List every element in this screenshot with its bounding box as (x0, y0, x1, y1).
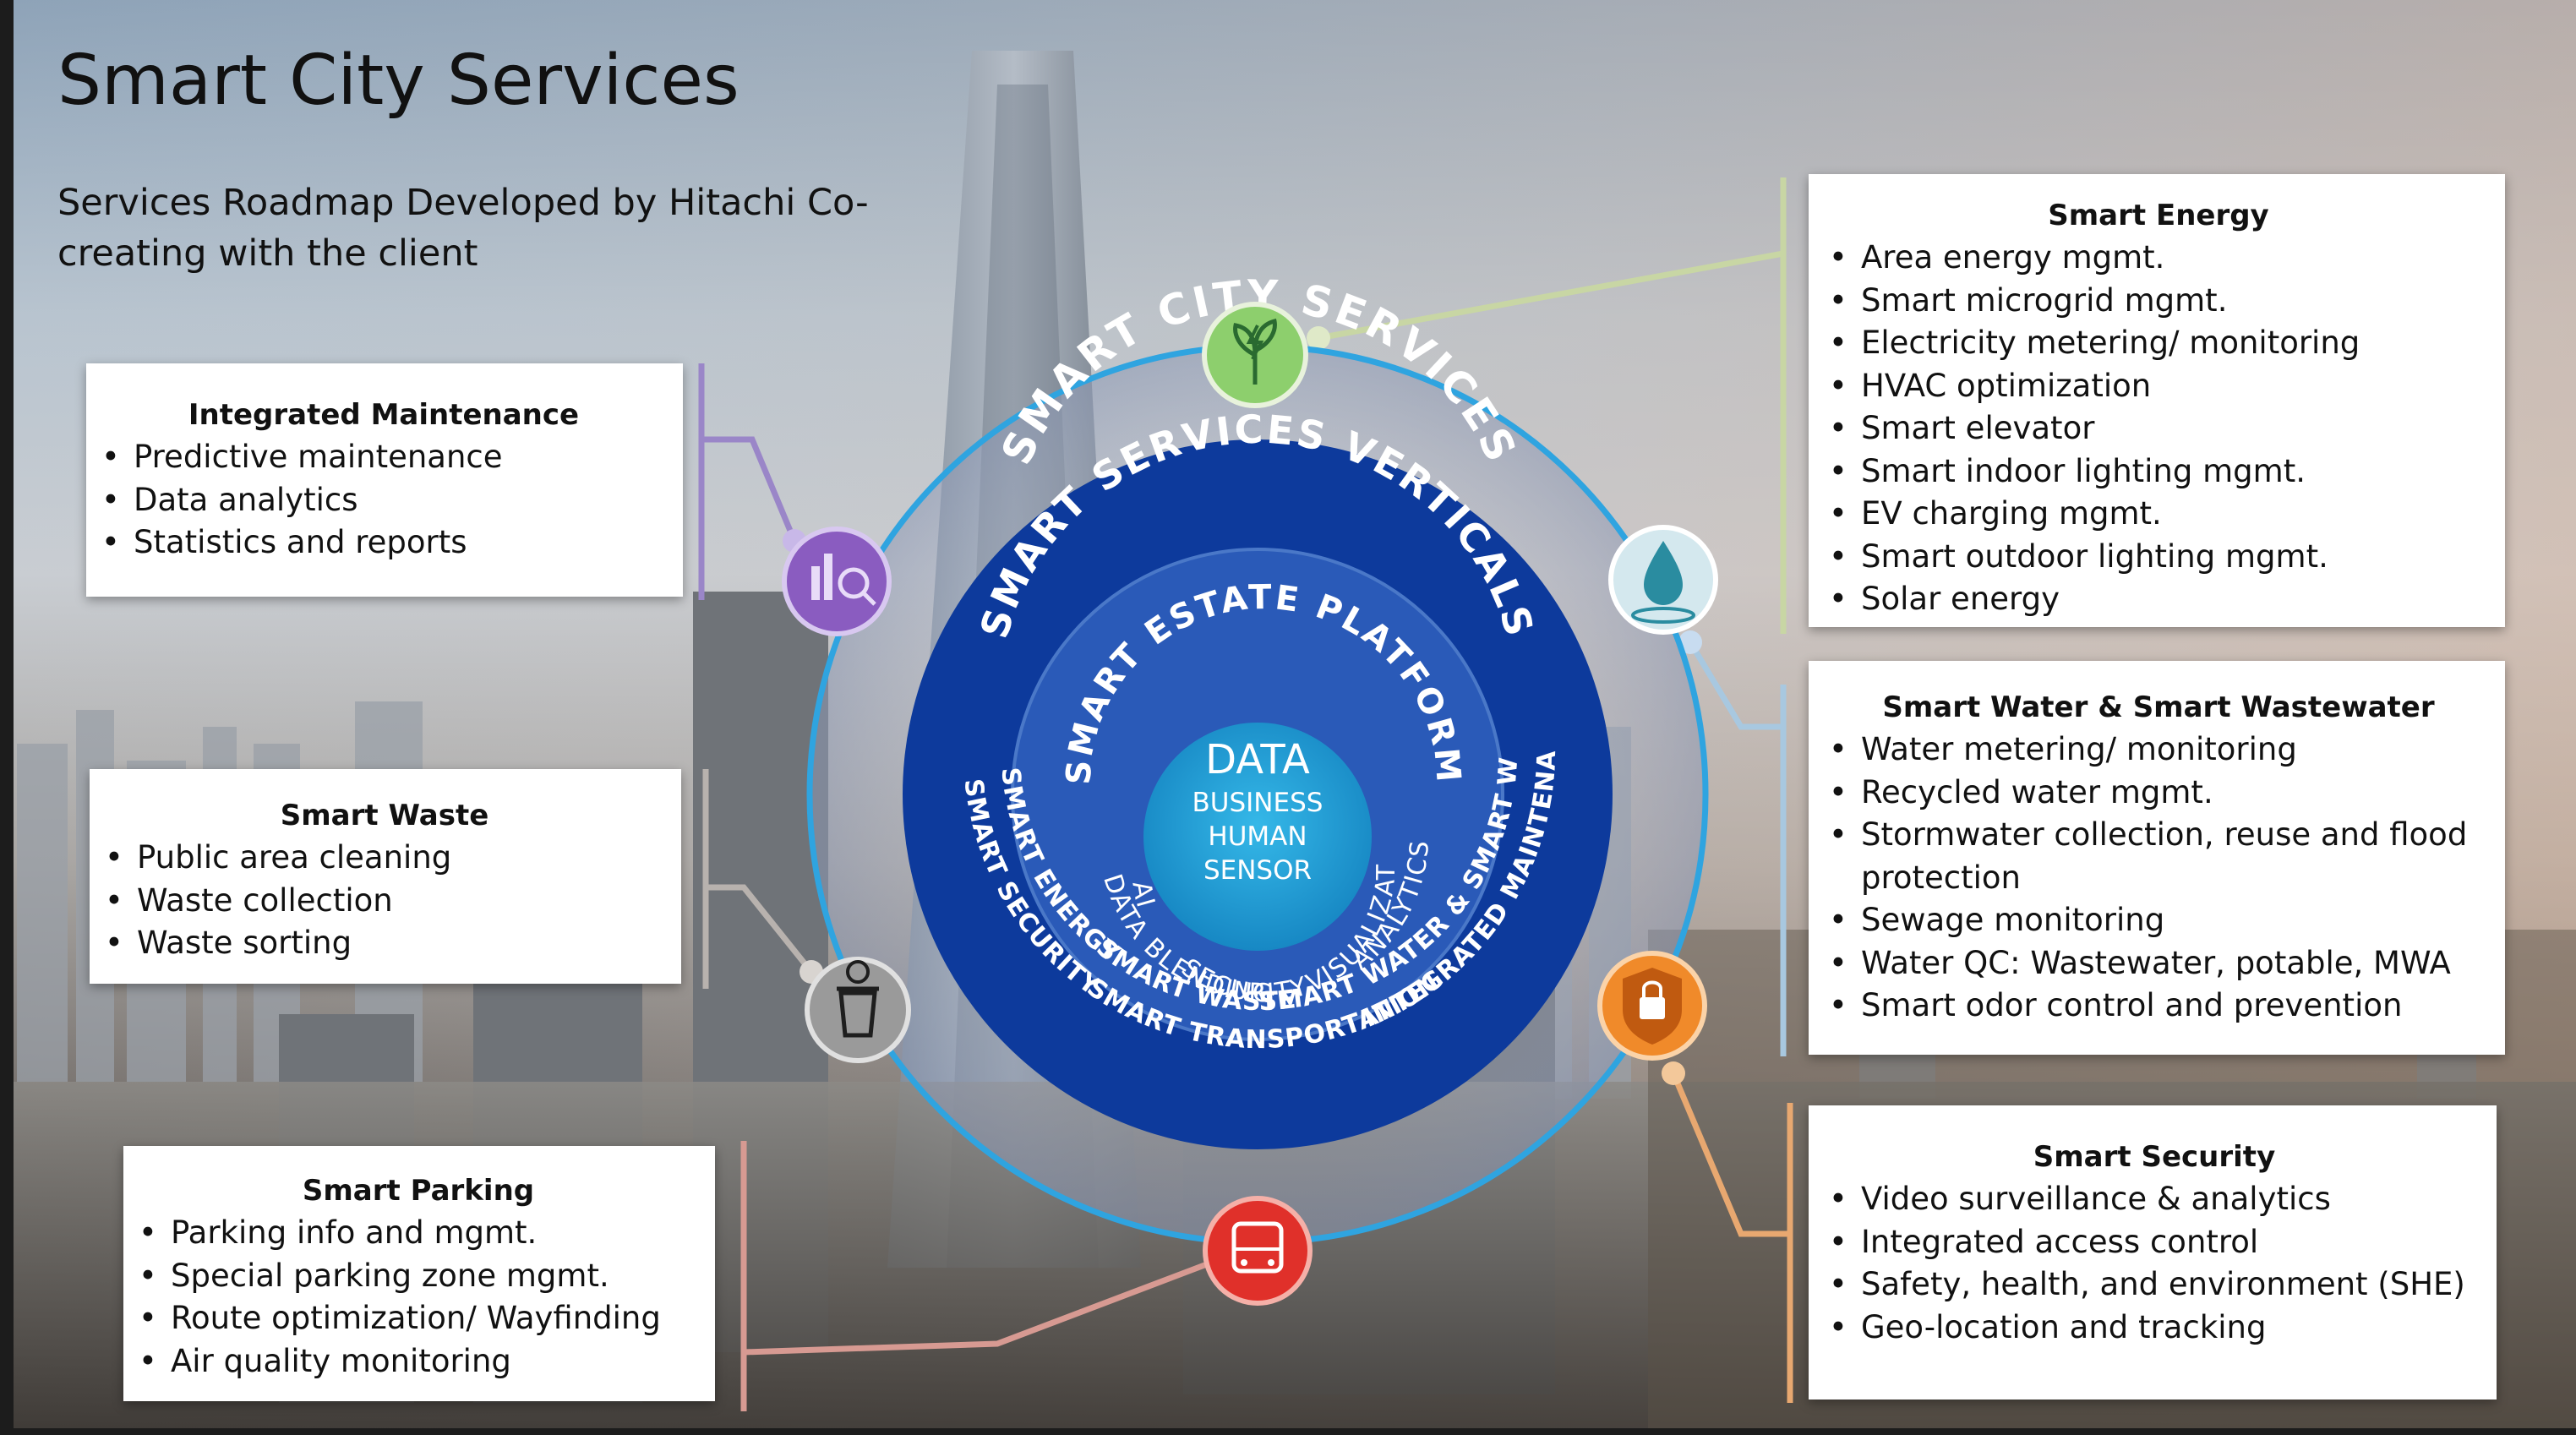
list-item: Safety, health, and environment (SHE) (1829, 1263, 2480, 1307)
window-edge (0, 0, 14, 1435)
bus-icon (1203, 1196, 1313, 1306)
list-item: Smart elevator (1829, 407, 2488, 450)
list-item: Water QC: Wastewater, potable, MWA (1829, 942, 2488, 985)
list-item: Statistics and reports (101, 521, 666, 565)
list-item: Stormwater collection, reuse and flood p… (1829, 814, 2488, 899)
list-item: Area energy mgmt. (1829, 237, 2488, 280)
list-item: HVAC optimization (1829, 365, 2488, 408)
list-item: Video surveillance & analytics (1829, 1178, 2480, 1221)
list-item: EV charging mgmt. (1829, 493, 2488, 536)
list-item: Air quality monitoring (139, 1340, 698, 1383)
core-human: HUMAN (1208, 821, 1307, 852)
list-item: Recycled water mgmt. (1829, 772, 2488, 815)
list-item: Integrated access control (1829, 1221, 2480, 1264)
list-item: Special parking zone mgmt. (139, 1255, 698, 1298)
card-smart-water: Smart Water & Smart Wastewater Water met… (1809, 661, 2505, 1055)
core-business: BUSINESS (1192, 788, 1323, 818)
list-item: Route optimization/ Wayfinding (139, 1297, 698, 1340)
list-item: Waste collection (105, 880, 664, 923)
page-subtitle: Services Roadmap Developed by Hitachi Co… (57, 182, 869, 275)
list-item: Smart odor control and prevention (1829, 985, 2488, 1028)
recycle-bin-icon (805, 957, 911, 1063)
list-item: Solar energy (1829, 578, 2488, 621)
water-drop-icon (1608, 525, 1718, 635)
card-smart-waste: Smart Waste Public area cleaning Waste c… (90, 769, 681, 984)
list-item: Smart indoor lighting mgmt. (1829, 450, 2488, 494)
list-item: Data analytics (101, 479, 666, 522)
card-smart-energy: Smart Energy Area energy mgmt. Smart mic… (1809, 174, 2505, 627)
list-item: Smart microgrid mgmt. (1829, 280, 2488, 323)
card-smart-parking: Smart Parking Parking info and mgmt. Spe… (123, 1146, 715, 1401)
list-item: Public area cleaning (105, 837, 664, 880)
card-heading: Smart Water & Smart Wastewater (1882, 690, 2435, 724)
list-item: Waste sorting (105, 922, 664, 965)
analytics-gear-icon (782, 527, 892, 636)
card-integrated-maintenance: Integrated Maintenance Predictive mainte… (86, 363, 683, 597)
padlock-shield-icon (1597, 951, 1707, 1061)
page-title: Smart City Services (57, 41, 740, 121)
card-heading: Smart Security (2033, 1140, 2276, 1174)
card-heading: Smart Parking (302, 1174, 535, 1208)
list-item: Predictive maintenance (101, 436, 666, 479)
window-edge-bottom (0, 1428, 2576, 1435)
card-heading: Smart Waste (280, 799, 489, 832)
list-item: Geo-location and tracking (1829, 1307, 2480, 1350)
core-circle (1143, 723, 1372, 951)
card-heading: Smart Energy (2048, 199, 2269, 232)
card-smart-security: Smart Security Video surveillance & anal… (1809, 1105, 2497, 1400)
card-heading: Integrated Maintenance (188, 398, 580, 432)
plant-bolt-icon (1202, 302, 1308, 408)
list-item: Sewage monitoring (1829, 899, 2488, 942)
core-sensor: SENSOR (1203, 855, 1312, 886)
list-item: Electricity metering/ monitoring (1829, 322, 2488, 365)
list-item: Smart outdoor lighting mgmt. (1829, 536, 2488, 579)
core-data: DATA (1205, 736, 1310, 783)
list-item: Parking info and mgmt. (139, 1212, 698, 1255)
list-item: Water metering/ monitoring (1829, 728, 2488, 772)
